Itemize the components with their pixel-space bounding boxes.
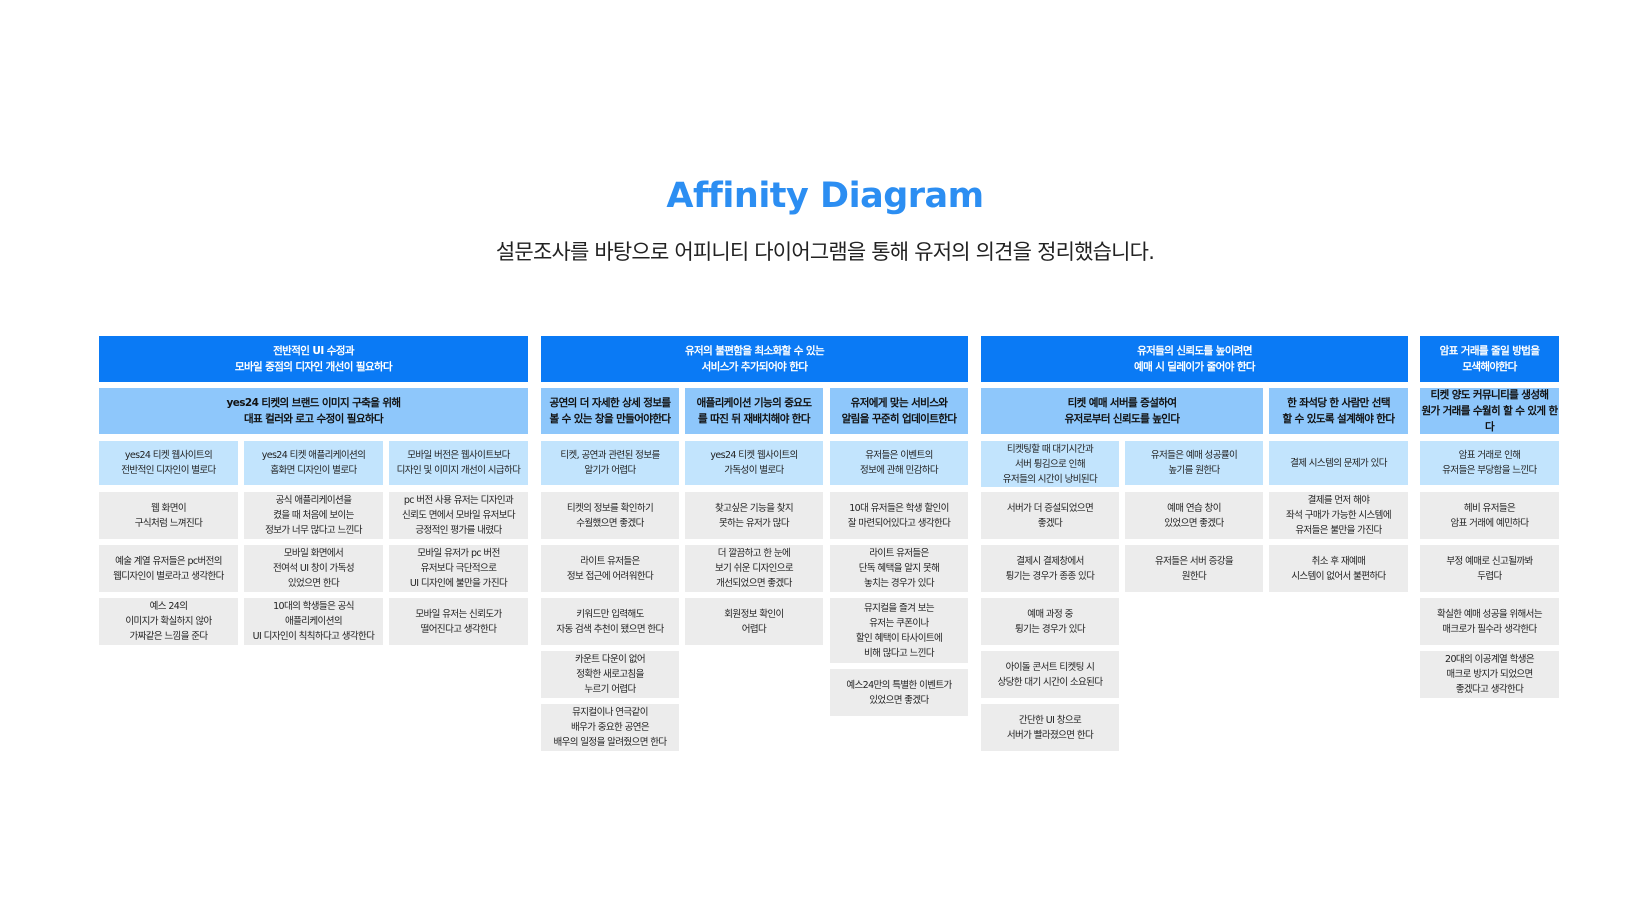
note-card: pc 버전 사용 유저는 디자인과 신뢰도 면에서 모바일 유저보다 긍정적인 …	[389, 492, 528, 539]
note-card: 티켓의 정보를 확인하기 수월했으면 좋겠다	[541, 492, 679, 539]
topic-header: yes24 티켓 웹사이트의 전반적인 디자인이 별로다	[99, 441, 238, 485]
note-card: 뮤지컬을 즐겨 보는 유저는 쿠폰이나 할인 혜택이 타사이트에 비해 많다고 …	[830, 598, 968, 663]
note-card: 10대 유저들은 학생 할인이 잘 마련되어있다고 생각한다	[830, 492, 968, 539]
subgroup-header: 티켓 양도 커뮤니티를 생성해 원가 거래를 수월히 할 수 있게 한다	[1420, 388, 1559, 434]
topic-header: yes24 티켓 애플리케이션의 홈화면 디자인이 별로다	[244, 441, 383, 485]
note-card: 예매 과정 중 튕기는 경우가 있다	[981, 598, 1119, 645]
note-card: 부정 예매로 신고될까봐 두렵다	[1420, 545, 1559, 592]
topic-header: 티켓팅할 때 대기시간과 서버 튕김으로 인해 유저들의 시간이 낭비된다	[981, 441, 1119, 487]
note-card: 찾고싶은 기능을 찾지 못하는 유저가 많다	[685, 492, 823, 539]
note-card: 공식 애플리케이션을 켰을 때 처음에 보이는 정보가 너무 많다고 느낀다	[244, 492, 383, 539]
subgroup-header: 한 좌석당 한 사람만 선택 할 수 있도록 설계해야 한다	[1269, 388, 1408, 434]
subgroup-header: 애플리케이션 기능의 중요도 를 따진 뒤 재배치해야 한다	[685, 388, 823, 434]
group-header: 암표 거래를 줄일 방법을 모색해야한다	[1420, 336, 1559, 382]
note-card: 간단한 UI 창으로 서버가 빨라졌으면 한다	[981, 704, 1119, 751]
note-card: 키워드만 입력해도 자동 검색 추천이 됐으면 한다	[541, 598, 679, 645]
subgroup-header: 공연의 더 자세한 상세 정보를 볼 수 있는 창을 만들어야한다	[541, 388, 679, 434]
note-card: 20대의 이공계열 학생은 매크로 방지가 되었으면 좋겠다고 생각한다	[1420, 651, 1559, 698]
note-card: 회원정보 확인이 어렵다	[685, 598, 823, 645]
subgroup-header: 티켓 예매 서버를 증설하여 유저로부터 신뢰도를 높인다	[981, 388, 1263, 434]
note-card: 헤비 유저들은 암표 거래에 예민하다	[1420, 492, 1559, 539]
group-header: 유저의 불편함을 최소화할 수 있는 서비스가 추가되어야 한다	[541, 336, 968, 382]
note-card: 예스24만의 특별한 이벤트가 있었으면 좋겠다	[830, 669, 968, 716]
topic-header: 티켓, 공연과 관련된 정보를 알기가 어렵다	[541, 441, 679, 485]
note-card: 웹 화면이 구식처럼 느껴진다	[99, 492, 238, 539]
note-card: 결제를 먼저 해야 좌석 구매가 가능한 시스템에 유저들은 불만을 가진다	[1269, 492, 1408, 539]
topic-header: 유저들은 이벤트의 정보에 관해 민감하다	[830, 441, 968, 485]
note-card: 10대의 학생들은 공식 애플리케이션의 UI 디자인이 칙칙하다고 생각한다	[244, 598, 383, 645]
note-card: 예술 계열 유저들은 pc버전의 웹디자인이 별로라고 생각한다	[99, 545, 238, 592]
topic-header: 결제 시스템의 문제가 있다	[1269, 441, 1408, 485]
note-card: 뮤지컬이나 연극같이 배우가 중요한 공연은 배우의 일정을 알려줬으면 한다	[541, 704, 679, 751]
note-card: 확실한 예매 성공을 위해서는 매크로가 필수라 생각한다	[1420, 598, 1559, 645]
note-card: 라이트 유저들은 단독 혜택을 알지 못해 놓치는 경우가 있다	[830, 545, 968, 592]
page-subtitle: 설문조사를 바탕으로 어피니티 다이어그램을 통해 유저의 의견을 정리했습니다…	[495, 240, 1155, 264]
note-card: 유저들은 서버 증강을 원한다	[1125, 545, 1263, 592]
topic-header: 모바일 버전은 웹사이트보다 디자인 및 이미지 개선이 시급하다	[389, 441, 528, 485]
note-card: 결제시 결제창에서 튕기는 경우가 종종 있다	[981, 545, 1119, 592]
group-header: 전반적인 UI 수정과 모바일 중점의 디자인 개선이 필요하다	[99, 336, 528, 382]
note-card: 모바일 유저가 pc 버전 유저보다 극단적으로 UI 디자인에 불만을 가진다	[389, 545, 528, 592]
topic-header: 유저들은 예매 성공률이 높기를 원한다	[1125, 441, 1263, 485]
subgroup-header: yes24 티켓의 브랜드 이미지 구축을 위해 대표 컬러와 로고 수정이 필…	[99, 388, 528, 434]
topic-header: 암표 거래로 인해 유저들은 부당함을 느낀다	[1420, 441, 1559, 485]
note-card: 예스 24의 이미지가 확실하지 않아 가짜같은 느낌을 준다	[99, 598, 238, 645]
note-card: 취소 후 재예매 시스템이 없어서 불편하다	[1269, 545, 1408, 592]
note-card: 카운트 다운이 없어 정확한 새로고침을 누르기 어렵다	[541, 651, 679, 698]
note-card: 모바일 화면에서 전여석 UI 창이 가독성 있었으면 한다	[244, 545, 383, 592]
subgroup-header: 유저에게 맞는 서비스와 알림을 꾸준히 업데이트한다	[830, 388, 968, 434]
note-card: 아이돌 콘서트 티켓팅 시 상당한 대기 시간이 소요된다	[981, 651, 1119, 698]
note-card: 서버가 더 증설되었으면 좋겠다	[981, 492, 1119, 539]
topic-header: yes24 티켓 웹사이트의 가독성이 별로다	[685, 441, 823, 485]
group-header: 유저들의 신뢰도를 높이려면 예매 시 딜레이가 줄어야 한다	[981, 336, 1408, 382]
note-card: 예매 연습 창이 있었으면 좋겠다	[1125, 492, 1263, 539]
note-card: 모바일 유저는 신뢰도가 떨어진다고 생각한다	[389, 598, 528, 645]
page-title: Affinity Diagram	[666, 176, 984, 216]
note-card: 더 깔끔하고 한 눈에 보기 쉬운 디자인으로 개선되었으면 좋겠다	[685, 545, 823, 592]
note-card: 라이트 유저들은 정보 접근에 어려워한다	[541, 545, 679, 592]
